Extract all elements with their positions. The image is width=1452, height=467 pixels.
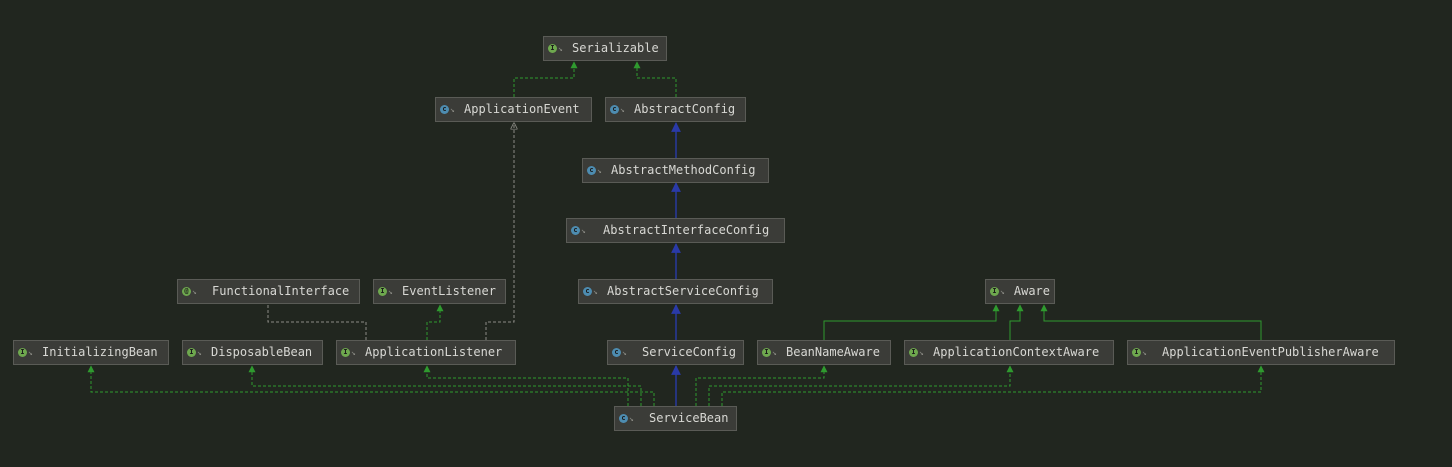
edge-apppubaware-aware (1040, 304, 1262, 340)
abstract-class-icon: c (440, 105, 449, 114)
visibility-icon: ↘ (622, 348, 627, 357)
visibility-icon: ↘ (388, 287, 393, 296)
node-label: ApplicationEvent (464, 102, 580, 116)
node-label: FunctionalInterface (212, 284, 350, 298)
edge-applistener-functional (267, 305, 367, 340)
abstract-class-icon: c (610, 105, 619, 114)
abstract-class-icon: c (571, 226, 580, 235)
node-application-context-aware[interactable]: I↘ ApplicationContextAware (904, 340, 1114, 365)
node-initializing-bean[interactable]: I↘ InitializingBean (13, 340, 169, 365)
node-label: ApplicationListener (365, 345, 503, 359)
visibility-icon: ↘ (597, 166, 602, 175)
node-service-bean[interactable]: c↘ ServiceBean (614, 406, 737, 431)
node-label: ServiceBean (649, 411, 729, 425)
node-functional-interface[interactable]: @↘ FunctionalInterface (177, 279, 360, 304)
node-label: AbstractMethodConfig (611, 163, 756, 177)
node-event-listener[interactable]: I↘ EventListener (373, 279, 506, 304)
node-label: EventListener (402, 284, 496, 298)
edge-applistener-appevent (485, 123, 514, 340)
node-serializable[interactable]: I↘ Serializable (543, 36, 667, 61)
interface-icon: I (341, 348, 350, 357)
node-label: ApplicationEventPublisherAware (1162, 345, 1379, 359)
node-abstract-method-config[interactable]: c↘ AbstractMethodConfig (582, 158, 769, 183)
visibility-icon: ↘ (620, 105, 625, 114)
interface-icon: I (990, 287, 999, 296)
edge-beannameaware-aware (823, 304, 1000, 340)
abstract-class-icon: c (587, 166, 596, 175)
node-label: ServiceConfig (642, 345, 736, 359)
interface-icon: I (909, 348, 918, 357)
edge-applicationevent-serializable (513, 61, 578, 97)
class-icon: c (612, 348, 621, 357)
interface-icon: I (548, 44, 557, 53)
class-icon: c (619, 414, 628, 423)
edge-servicebean-appcontextaware (708, 365, 1014, 406)
visibility-icon: ↘ (772, 348, 777, 357)
node-label: Aware (1013, 284, 1050, 298)
annotation-icon: @ (182, 287, 191, 296)
visibility-icon: ↘ (28, 348, 33, 357)
edge-abstractconfig-serializable (633, 61, 677, 97)
edge-appcontextaware-aware (1009, 304, 1024, 340)
visibility-icon: ↘ (629, 414, 634, 423)
node-aware[interactable]: I↘ Aware (985, 279, 1055, 304)
node-label: Serializable (572, 41, 659, 55)
edge-applistener-eventlistener (426, 304, 444, 340)
interface-icon: I (762, 348, 771, 357)
node-label: DisposableBean (211, 345, 313, 359)
node-bean-name-aware[interactable]: I↘ BeanNameAware (757, 340, 891, 365)
node-application-listener[interactable]: I↘ ApplicationListener (336, 340, 516, 365)
visibility-icon: ↘ (192, 287, 197, 296)
node-label: ApplicationContextAware (933, 345, 1100, 359)
visibility-icon: ↘ (351, 348, 356, 357)
node-label: AbstractServiceConfig (607, 284, 759, 298)
node-label: InitializingBean (42, 345, 158, 359)
visibility-icon: ↘ (558, 44, 563, 53)
visibility-icon: ↘ (450, 105, 455, 114)
node-application-event-publisher-aware[interactable]: I↘ ApplicationEventPublisherAware (1127, 340, 1395, 365)
node-abstract-config[interactable]: c↘ AbstractConfig (605, 97, 746, 122)
node-label: BeanNameAware (786, 345, 880, 359)
node-label: AbstractInterfaceConfig (603, 223, 770, 237)
visibility-icon: ↘ (197, 348, 202, 357)
node-abstract-interface-config[interactable]: c↘ AbstractInterfaceConfig (566, 218, 785, 243)
interface-icon: I (187, 348, 196, 357)
edge-servicebean-disposablebean (248, 365, 642, 406)
node-application-event[interactable]: c↘ ApplicationEvent (435, 97, 592, 122)
visibility-icon: ↘ (593, 287, 598, 296)
visibility-icon: ↘ (581, 226, 586, 235)
edge-servicebean-apppubaware (721, 365, 1265, 406)
visibility-icon: ↘ (1142, 348, 1147, 357)
visibility-icon: ↘ (919, 348, 924, 357)
node-disposable-bean[interactable]: I↘ DisposableBean (182, 340, 323, 365)
node-abstract-service-config[interactable]: c↘ AbstractServiceConfig (578, 279, 773, 304)
abstract-class-icon: c (583, 287, 592, 296)
node-service-config[interactable]: c↘ ServiceConfig (607, 340, 744, 365)
edge-servicebean-initializingbean (87, 365, 655, 406)
edge-servicebean-beannameaware (695, 365, 828, 406)
interface-icon: I (18, 348, 27, 357)
interface-icon: I (1132, 348, 1141, 357)
visibility-icon: ↘ (999, 287, 1005, 296)
edge-servicebean-applistener (423, 365, 629, 406)
node-label: AbstractConfig (634, 102, 736, 116)
interface-icon: I (378, 287, 387, 296)
